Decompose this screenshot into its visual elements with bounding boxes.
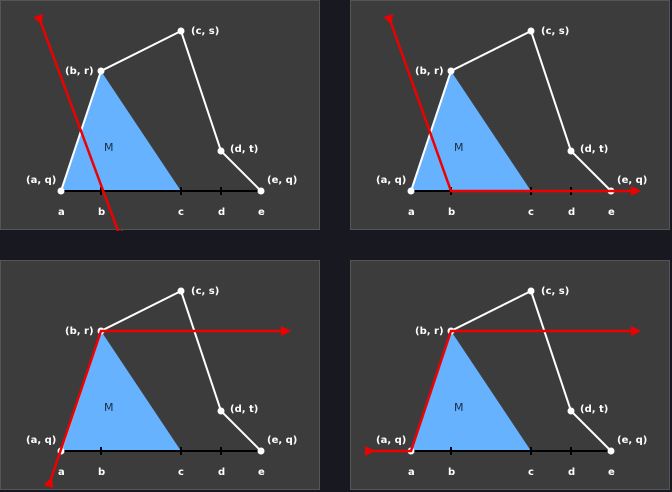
tick-label-b: b	[98, 467, 105, 478]
label-br: (b, r)	[415, 66, 444, 77]
diagram-panel-1: (a, q) (b, r) (c, s) (d, t) (e, q) M a b…	[0, 0, 320, 231]
point-cs	[177, 27, 185, 35]
point-br	[97, 67, 105, 75]
point-cs	[527, 287, 535, 295]
label-cs: (c, s)	[541, 26, 569, 37]
region-label: M	[104, 141, 114, 154]
point-aq	[407, 187, 415, 195]
label-dt: (d, t)	[580, 404, 608, 415]
region-label: M	[454, 141, 464, 154]
tick-label-c: c	[178, 467, 184, 478]
point-dt	[217, 147, 225, 155]
tick-label-d: d	[568, 207, 575, 218]
point-eq	[257, 187, 265, 195]
label-eq: (e, q)	[617, 435, 647, 446]
panel-4-svg: (a, q) (b, r) (c, s) (d, t) (e, q) M a b…	[365, 286, 647, 478]
panel-3-svg: (a, q) (b, r) (c, s) (d, t) (e, q) M a b…	[26, 286, 297, 489]
tick-label-a: a	[58, 207, 65, 218]
region-m	[61, 331, 181, 451]
label-dt: (d, t)	[230, 404, 258, 415]
label-aq: (a, q)	[26, 175, 56, 186]
point-cs	[527, 27, 535, 35]
point-cs	[177, 287, 185, 295]
label-br: (b, r)	[65, 326, 94, 337]
tick-label-a: a	[408, 207, 415, 218]
tick-label-a: a	[408, 467, 415, 478]
diagram-panel-2: (a, q) (b, r) (c, s) (d, t) (e, q) M a b…	[350, 0, 670, 230]
tick-label-b: b	[98, 207, 105, 218]
tick-label-d: d	[218, 467, 225, 478]
label-cs: (c, s)	[191, 26, 219, 37]
label-br: (b, r)	[65, 66, 94, 77]
tick-label-c: c	[178, 207, 184, 218]
point-br	[447, 67, 455, 75]
diagram-panel-3: (a, q) (b, r) (c, s) (d, t) (e, q) M a b…	[0, 260, 320, 490]
tick-label-e: e	[608, 207, 615, 218]
point-eq	[257, 447, 265, 455]
red-arrow-path	[43, 326, 291, 489]
panel-1-svg: (a, q) (b, r) (c, s) (d, t) (e, q) M a b…	[26, 13, 297, 231]
point-eq	[607, 447, 615, 455]
tick-label-d: d	[568, 467, 575, 478]
tick-label-a: a	[58, 467, 65, 478]
point-dt	[217, 407, 225, 415]
tick-label-b: b	[448, 467, 455, 478]
label-aq: (a, q)	[376, 435, 406, 446]
label-aq: (a, q)	[376, 175, 406, 186]
tick-label-e: e	[608, 467, 615, 478]
label-dt: (d, t)	[580, 144, 608, 155]
tick-label-e: e	[258, 207, 265, 218]
label-eq: (e, q)	[267, 435, 297, 446]
tick-label-c: c	[528, 207, 534, 218]
label-aq: (a, q)	[26, 435, 56, 446]
tick-label-c: c	[528, 467, 534, 478]
point-dt	[567, 147, 575, 155]
tick-label-b: b	[448, 207, 455, 218]
panel-2-svg: (a, q) (b, r) (c, s) (d, t) (e, q) M a b…	[376, 13, 647, 218]
red-arrow-path	[383, 13, 641, 196]
label-br: (b, r)	[415, 326, 444, 337]
point-aq	[57, 187, 65, 195]
label-eq: (e, q)	[267, 175, 297, 186]
region-label: M	[454, 401, 464, 414]
region-label: M	[104, 401, 114, 414]
red-arrow-path	[365, 326, 641, 456]
diagram-panel-4: (a, q) (b, r) (c, s) (d, t) (e, q) M a b…	[350, 260, 670, 490]
region-m	[61, 71, 181, 191]
tick-label-d: d	[218, 207, 225, 218]
label-cs: (c, s)	[191, 286, 219, 297]
label-dt: (d, t)	[230, 144, 258, 155]
red-arrow-line	[33, 13, 123, 231]
label-cs: (c, s)	[541, 286, 569, 297]
tick-label-e: e	[258, 467, 265, 478]
point-dt	[567, 407, 575, 415]
label-eq: (e, q)	[617, 175, 647, 186]
region-m	[411, 331, 531, 451]
